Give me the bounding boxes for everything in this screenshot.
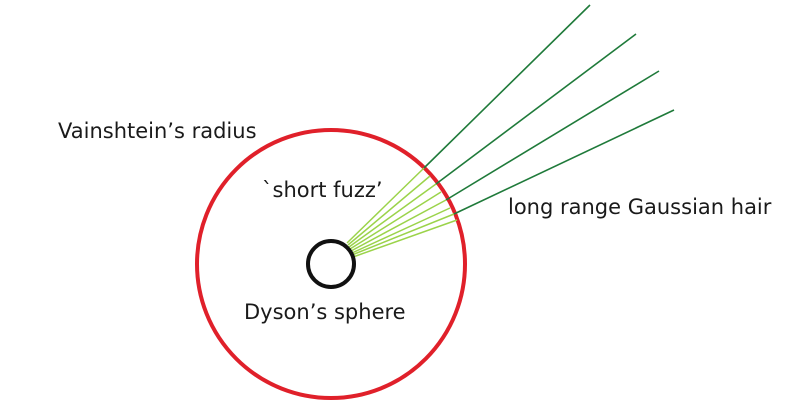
gaussian-hair-line xyxy=(435,33,637,185)
short-fuzz-line xyxy=(347,175,431,246)
gaussian-hair-line xyxy=(423,4,591,169)
short-fuzz-lines xyxy=(346,167,458,258)
short-fuzz-line xyxy=(350,199,447,252)
short-fuzz-line xyxy=(346,167,425,244)
vainshtein-radius-circle xyxy=(195,128,467,400)
dyson-sphere-label: Dyson’s sphere xyxy=(244,300,406,324)
short-fuzz-line xyxy=(351,213,455,256)
dyson-sphere-circle xyxy=(306,239,356,289)
short-fuzz-line xyxy=(352,219,458,258)
vainshtein-radius-label: Vainshtein’s radius xyxy=(58,119,257,143)
short-fuzz-label: `short fuzz’ xyxy=(262,178,383,202)
short-fuzz-line xyxy=(348,183,437,248)
short-fuzz-line xyxy=(349,191,442,250)
short-fuzz-line xyxy=(351,207,451,254)
gaussian-hair-lines xyxy=(423,4,675,215)
gaussian-hair-line xyxy=(445,70,660,201)
gaussian-hair-line xyxy=(453,109,675,215)
gaussian-hair-label: long range Gaussian hair xyxy=(508,195,772,219)
